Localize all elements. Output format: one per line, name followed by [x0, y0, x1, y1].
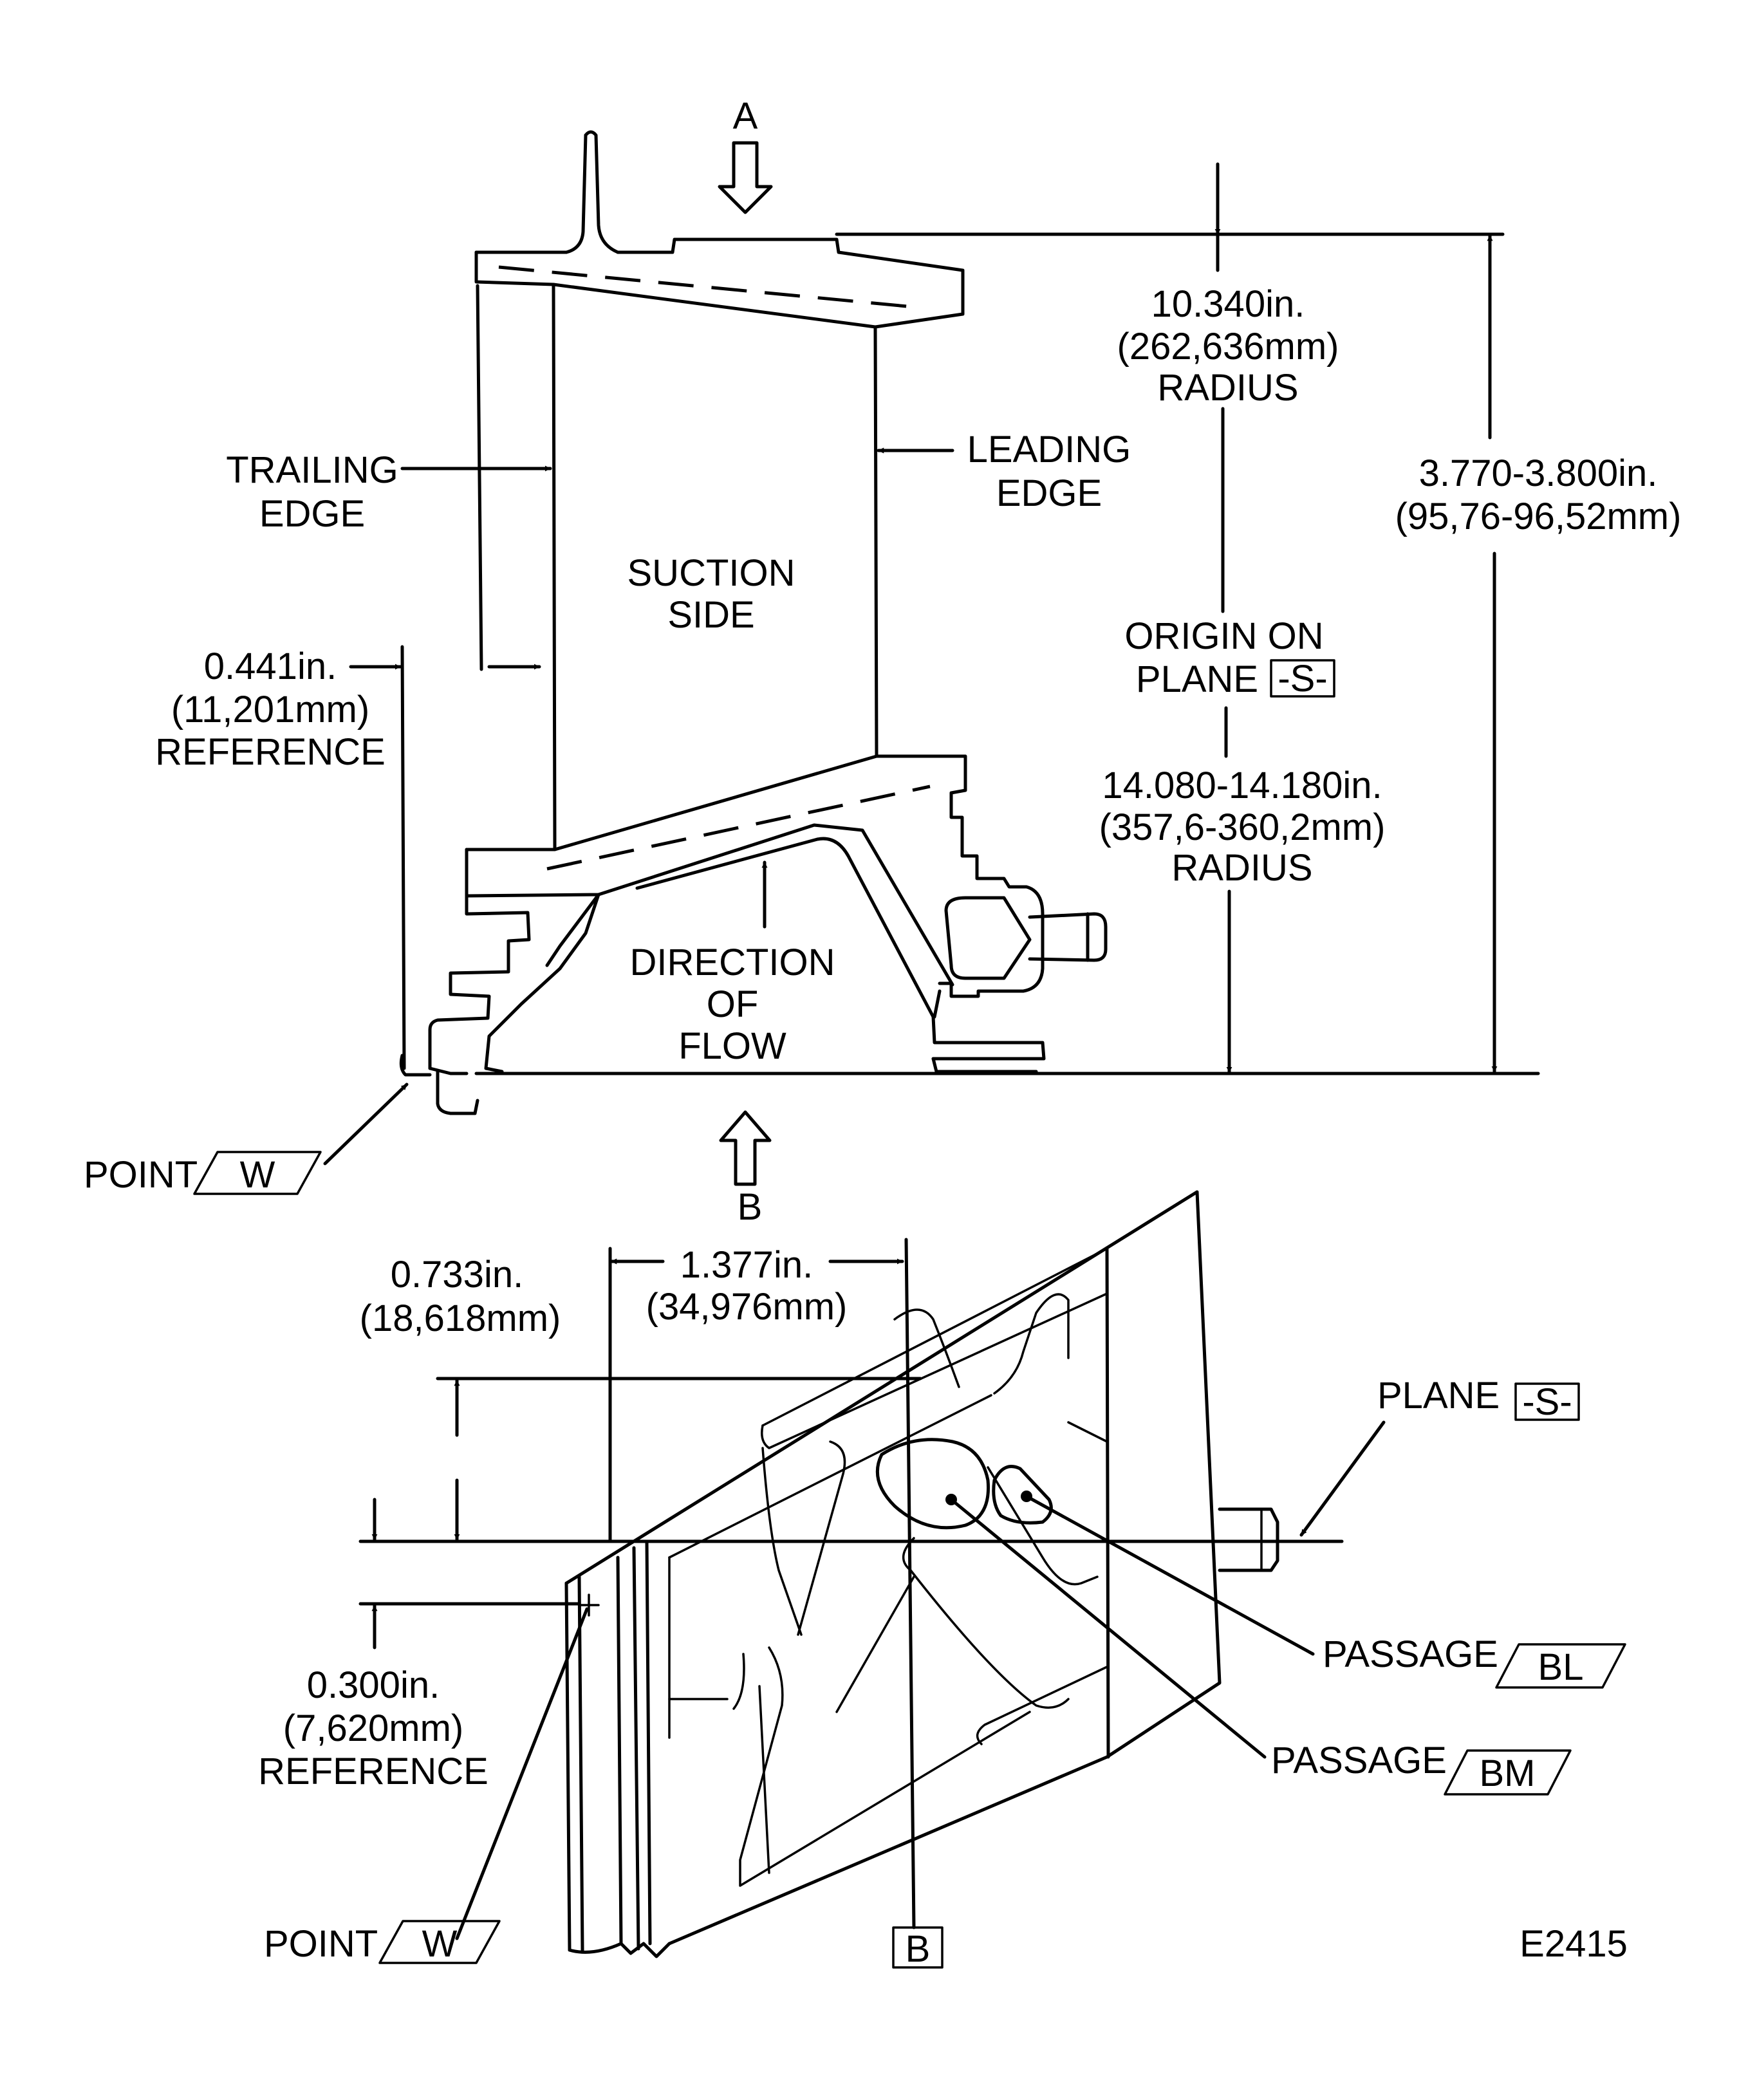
dim-0-300-reference: 0.300in. (7,620mm) REFERENCE [258, 1498, 581, 1792]
plane-s-box [1514, 1382, 1580, 1421]
leading-edge-callout: LEADING EDGE [877, 429, 1131, 514]
dim-0-441-value: 0.441in. [204, 646, 337, 687]
upper-view: A SUCTION SIDE TRAILING EDGE [84, 95, 1681, 1228]
suction-side-label-2: SIDE [667, 594, 754, 636]
view-arrow-a: A [718, 95, 773, 214]
height-value: 3.770-3.800in. [1419, 452, 1658, 494]
dim-inner-radius: 14.080-14.180in. (357,6-360,2mm) RADIUS [1099, 765, 1386, 1074]
outer-radius-metric: (262,636mm) [1117, 326, 1339, 367]
outer-radius-value: 10.340in. [1151, 283, 1305, 325]
passage-bl-callout: PASSAGE BL [1025, 1494, 1626, 1689]
view-arrow-b-label: B [738, 1186, 763, 1228]
suction-side-label-1: SUCTION [628, 552, 795, 594]
inner-radius-value: 14.080-14.180in. [1102, 765, 1382, 806]
direction-of-flow-label-2: OF [707, 983, 759, 1025]
dim-0-441-metric: (11,201mm) [171, 689, 369, 730]
datum-b-box [892, 1926, 944, 1969]
passage-bl-box [1495, 1643, 1626, 1689]
dim-height: 3.770-3.800in. (95,76-96,52mm) [1395, 234, 1682, 1073]
figure-id: E2415 [1520, 1923, 1628, 1965]
outer-radius-label: RADIUS [1157, 367, 1298, 409]
leading-edge-label-2: EDGE [996, 472, 1102, 514]
origin-plane-box-text: -S- [1278, 658, 1327, 700]
point-w-lower-box [378, 1920, 501, 1964]
lower-outline [564, 1190, 1279, 1958]
dim-0-733-value: 0.733in. [391, 1254, 523, 1296]
origin-plane-box [1270, 659, 1335, 698]
leading-edge-label-1: LEADING [967, 429, 1131, 470]
inner-radius-label: RADIUS [1171, 847, 1312, 889]
inner-platform [399, 754, 1108, 1115]
airfoil: SUCTION SIDE [476, 283, 879, 851]
dim-1-377-metric: (34,976mm) [646, 1286, 848, 1328]
dim-0-300-metric: (7,620mm) [283, 1707, 463, 1749]
outer-platform [474, 130, 965, 329]
point-w-upper-box [193, 1151, 322, 1195]
plane-s-label: PLANE [1377, 1375, 1500, 1417]
point-w-upper-label: POINT [84, 1154, 198, 1196]
datum-b-box-text: B [906, 1928, 931, 1970]
origin-on-plane: ORIGIN ON PLANE -S- [1124, 615, 1335, 758]
dim-outer-radius: 10.340in. (262,636mm) RADIUS [835, 162, 1505, 613]
passage-bl-label: PASSAGE [1323, 1633, 1498, 1675]
passage-bm-box [1444, 1749, 1572, 1796]
height-metric: (95,76-96,52mm) [1395, 496, 1682, 537]
dim-1-377-value: 1.377in. [680, 1244, 813, 1286]
inner-radius-metric: (357,6-360,2mm) [1099, 806, 1386, 848]
point-w-upper-box-text: W [240, 1154, 275, 1196]
point-w-lower-box-text: W [422, 1923, 458, 1965]
origin-label-2: PLANE [1136, 658, 1258, 700]
dim-0-733-metric: (18,618mm) [360, 1297, 561, 1339]
trailing-edge-label-2: EDGE [259, 493, 365, 535]
passage-bm-callout: PASSAGE BM [949, 1498, 1572, 1796]
dim-0-733: 0.733in. (18,618mm) [360, 1254, 922, 1541]
point-w-lower-label: POINT [264, 1923, 378, 1965]
passage-bm-label: PASSAGE [1271, 1740, 1447, 1781]
view-arrow-a-label: A [733, 95, 758, 137]
dim-0-300-reference-label: REFERENCE [258, 1751, 488, 1792]
view-arrow-b: B [719, 1110, 772, 1228]
plane-s: PLANE -S- [358, 1375, 1580, 1543]
passage-bm-box-text: BM [1480, 1752, 1536, 1794]
point-w-upper: POINT W [84, 1083, 409, 1196]
lower-view: PLANE -S- B 1.377in. (34,976mm) 0.733in.… [258, 1190, 1626, 1970]
datum-b: B [892, 1238, 944, 1970]
trailing-edge-callout: TRAILING EDGE [226, 449, 552, 670]
direction-of-flow: DIRECTION OF FLOW [630, 860, 835, 1067]
dim-0-441-reference-label: REFERENCE [155, 731, 386, 773]
dim-0-441-reference: 0.441in. (11,201mm) REFERENCE [155, 645, 406, 1070]
dim-0-300-value: 0.300in. [307, 1664, 440, 1706]
origin-label-1: ORIGIN ON [1124, 615, 1323, 657]
point-w-lower: POINT W [264, 1594, 600, 1965]
passage-bl-box-text: BL [1538, 1646, 1584, 1688]
dim-1-377: 1.377in. (34,976mm) [608, 1244, 904, 1543]
trailing-edge-label-1: TRAILING [226, 449, 398, 491]
plane-s-box-text: -S- [1522, 1381, 1572, 1423]
direction-of-flow-label-1: DIRECTION [630, 942, 835, 983]
direction-of-flow-label-3: FLOW [678, 1025, 786, 1067]
